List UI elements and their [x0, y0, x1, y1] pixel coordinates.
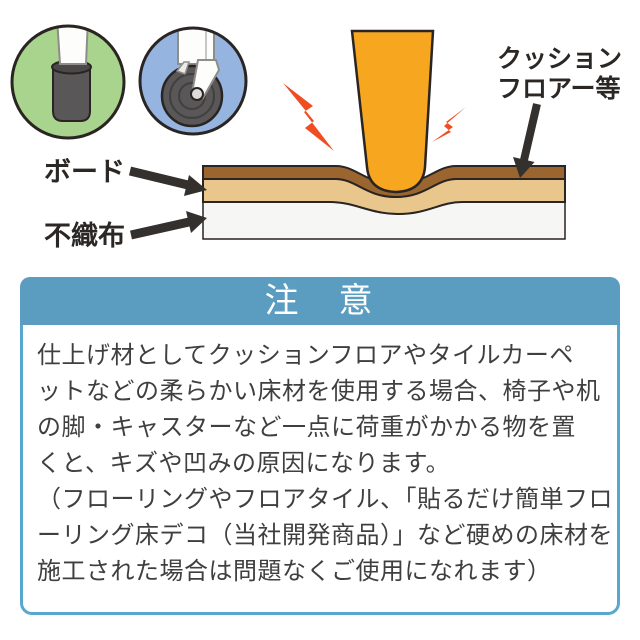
wheel-hub	[190, 87, 204, 101]
wheel-ring-outer	[169, 73, 215, 119]
cushion-floor-arrow	[520, 103, 541, 161]
board-arrowhead	[184, 175, 207, 196]
board-label: ボード	[44, 157, 125, 187]
caution-box: 注 意 仕上げ材としてクッションフロアやタイルカーペ ットなどの柔らかい床材を使…	[20, 277, 620, 615]
board-arrow	[128, 166, 190, 190]
caster-wheel-icon	[138, 26, 248, 136]
floor-layer-diagram: クッション フロアー等 ボード 不織布	[10, 24, 622, 251]
nonwoven-callout: 不織布	[44, 211, 207, 251]
caution-header: 注 意	[20, 277, 620, 325]
caution-text-line-2: ットなどの柔らかい床材を使用する場合、椅子や机	[37, 378, 601, 405]
caution-text-line-5: （フローリングやフロアタイル、「貼るだけ簡単フロ	[37, 486, 613, 513]
caution-title: 注 意	[264, 282, 376, 320]
blue-circle-outline	[138, 26, 248, 136]
board-callout: ボード	[44, 157, 207, 196]
caution-text-line-7: 施工された場合は問題なくご使用になれます）	[37, 558, 552, 585]
green-circle-outline	[10, 24, 126, 140]
fork-back	[175, 61, 191, 75]
rubber-cap	[52, 66, 91, 122]
impact-bolt-right-icon	[432, 107, 466, 142]
caution-text-line-6: ーリング床デコ（当社開発商品）」など硬めの床材を	[37, 522, 613, 549]
nonwoven-label: 不織布	[44, 221, 125, 251]
nonwoven-arrowhead	[186, 211, 207, 233]
caution-text-line-3: の脚・キャスターなど一点に荷重がかかる物を置	[37, 414, 576, 441]
caution-body: 仕上げ材としてクッションフロアやタイルカーペ ットなどの柔らかい床材を使用する場…	[20, 325, 620, 615]
cushion-floor-label-line1: クッション	[497, 45, 622, 73]
floor-layers	[202, 165, 566, 240]
caution-text-line-4: くと、キズや凹みの原因になります。	[37, 450, 451, 477]
nonwoven-arrow	[130, 217, 190, 240]
cushion-floor-label-line2: フロアー等	[497, 74, 621, 103]
rubber-foot-icon	[10, 24, 126, 140]
cushion-floor-arrowhead	[513, 157, 535, 178]
pressing-leg	[350, 29, 435, 194]
caution-text-line-1: 仕上げ材としてクッションフロアやタイルカーペ	[37, 342, 574, 369]
cushion-floor-callout: クッション フロアー等	[497, 45, 622, 178]
table-leg-white	[55, 27, 90, 65]
impact-bolt-left-icon	[283, 83, 334, 151]
